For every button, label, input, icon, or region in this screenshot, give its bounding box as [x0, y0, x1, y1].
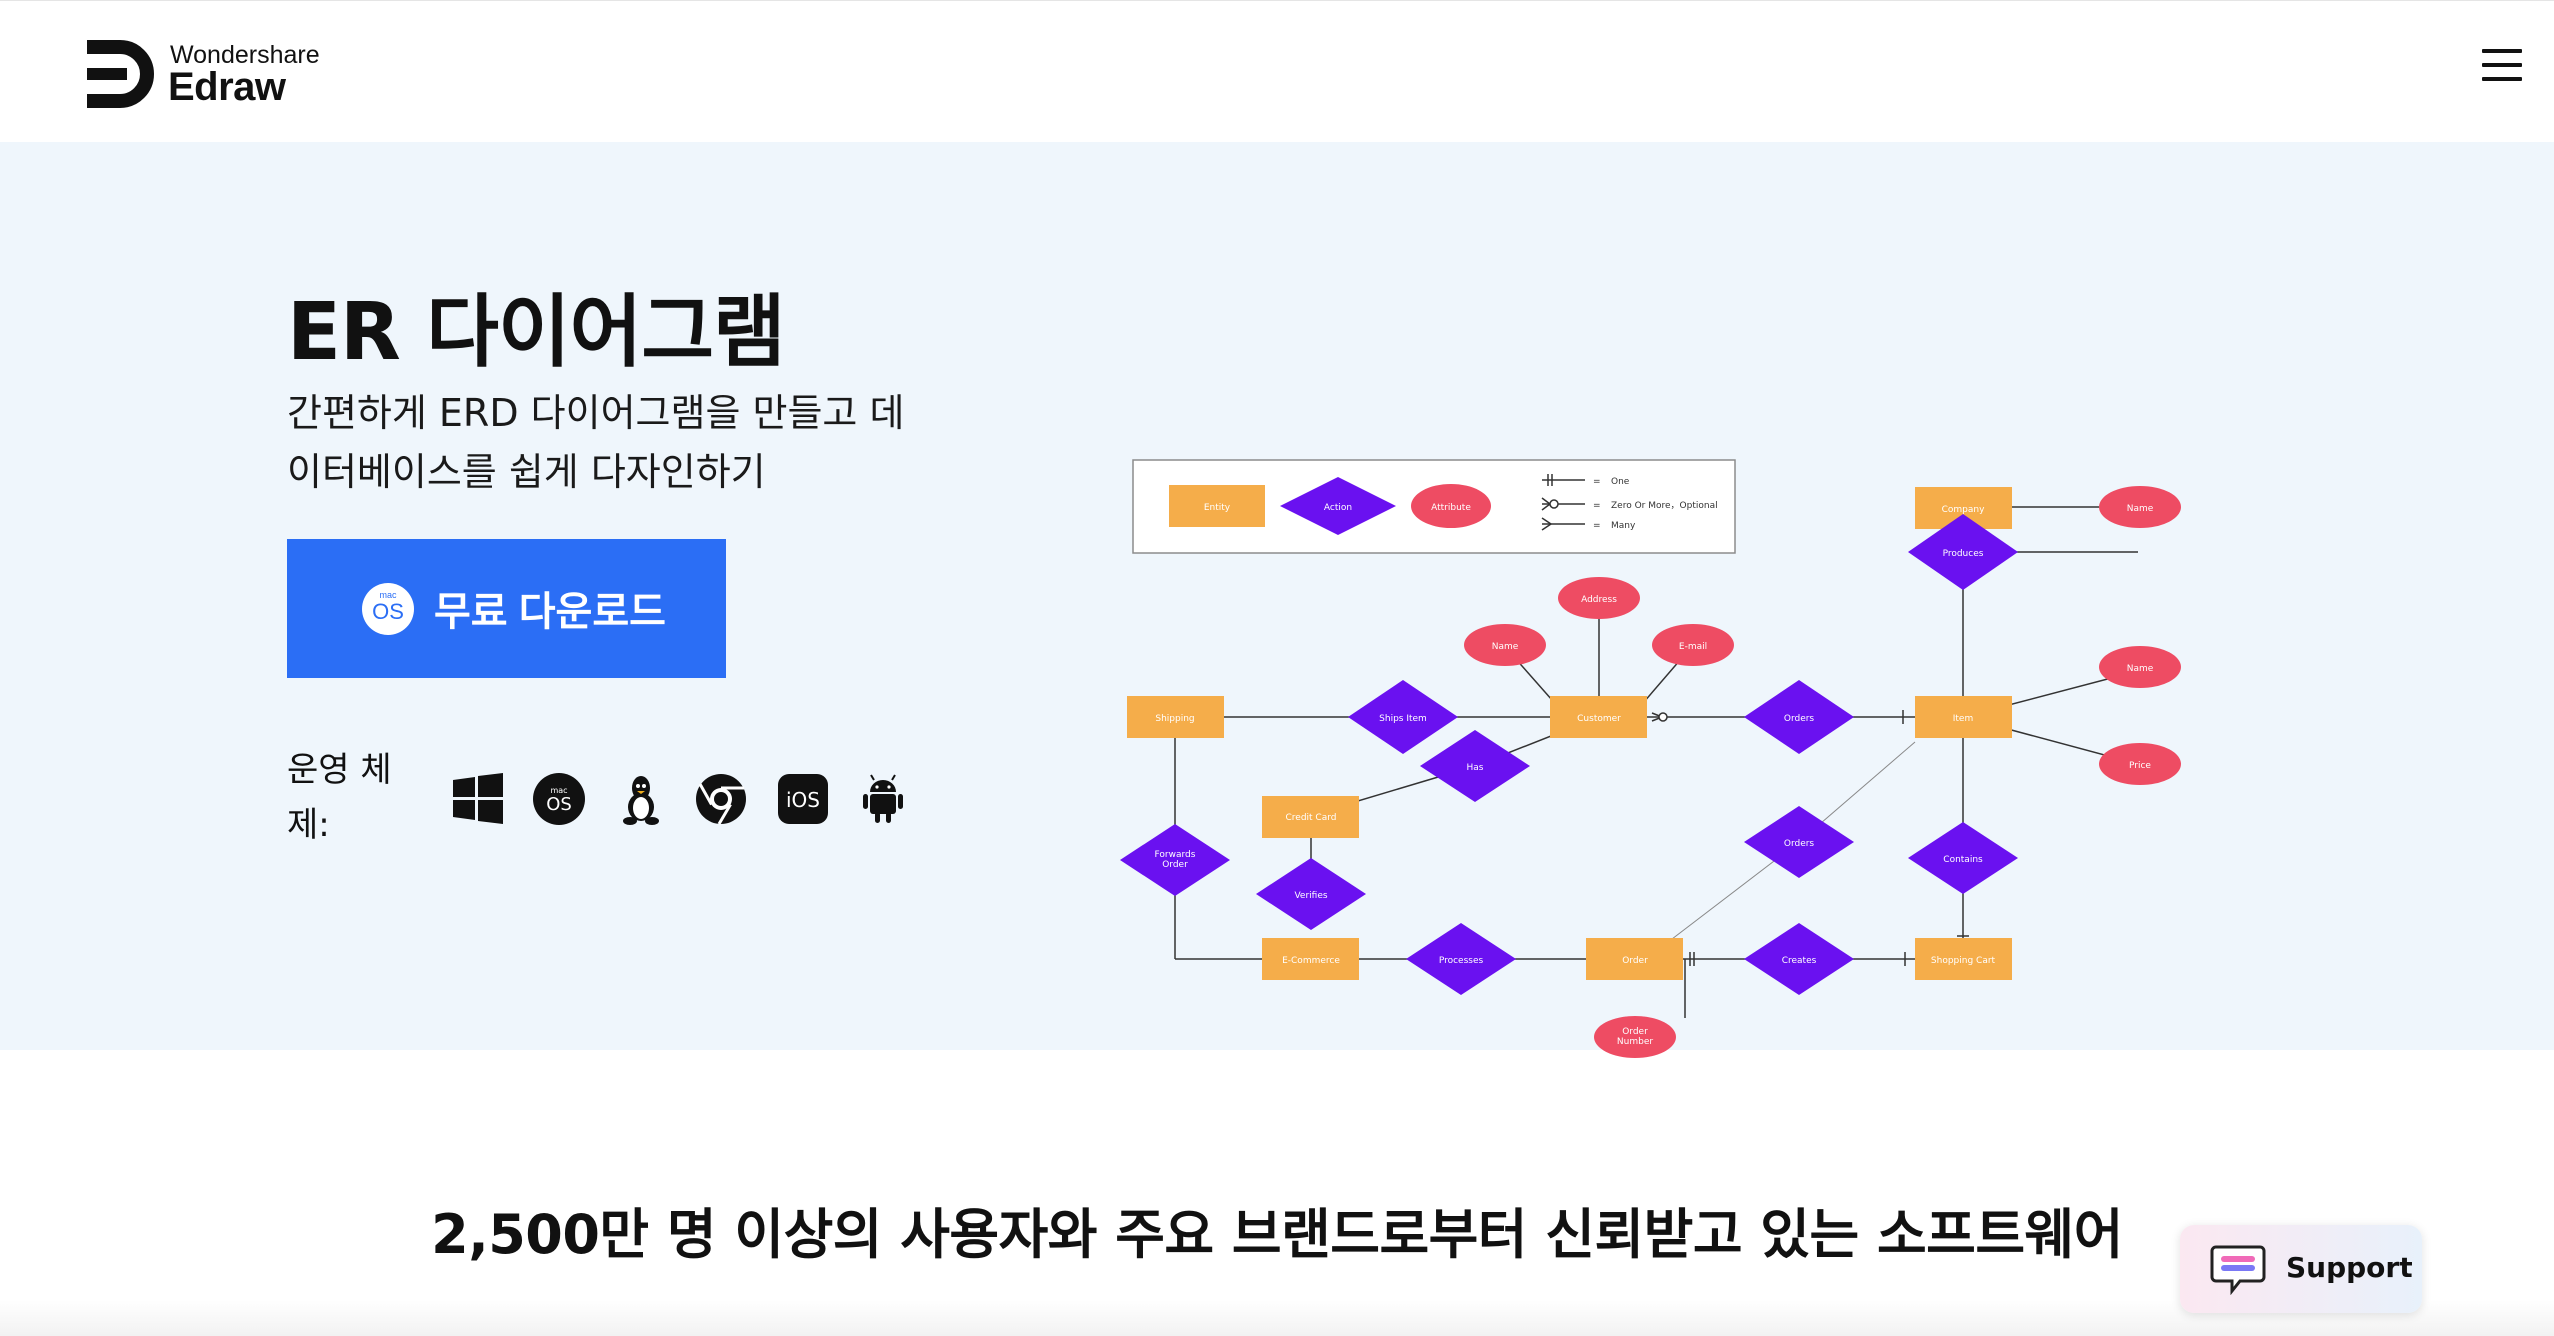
legend-many-eq: = [1593, 521, 1601, 531]
legend-entity [1169, 485, 1265, 527]
action-forwards-order-label-2: Order [1162, 860, 1188, 870]
action-produces-label: Produces [1943, 549, 1984, 559]
legend-action [1280, 477, 1396, 535]
attribute-email-label: E-mail [1679, 642, 1707, 652]
legend-entity-label: Entity [1204, 503, 1231, 513]
attribute-name-customer [1464, 624, 1546, 666]
action-has-label: Has [1467, 763, 1484, 773]
macos-icon-bottom: OS [546, 794, 572, 815]
diagram-attributes [1464, 486, 2181, 1058]
support-button[interactable]: Support [2180, 1225, 2422, 1313]
os-label: 운영 체제: [287, 750, 392, 845]
action-orders-mid [1744, 806, 1854, 878]
legend-zero-eq: = [1593, 501, 1601, 511]
entity-credit-card-label: Credit Card [1286, 813, 1337, 823]
diagram-actions [1120, 514, 2018, 995]
zero-notation-marker [1658, 712, 1668, 722]
section-divider [0, 1300, 2554, 1336]
macos-icon-top: mac [550, 786, 567, 795]
page-title: ER 다이어그램 [287, 286, 786, 378]
attribute-name-company-label: Name [2127, 504, 2154, 514]
diagram-entities [1127, 487, 2012, 980]
attribute-order-number-label-2: Number [1617, 1037, 1653, 1047]
ios-icon-text: iOS [786, 788, 820, 812]
attribute-email [1652, 624, 1734, 666]
action-creates [1744, 923, 1854, 995]
action-produces [1908, 514, 2018, 590]
chrome-icon[interactable] [694, 772, 748, 826]
attribute-price [2099, 743, 2181, 785]
attribute-name-customer-label: Name [1492, 642, 1519, 652]
legend-one-eq: = [1593, 477, 1601, 487]
attribute-price-label: Price [2129, 761, 2151, 771]
windows-icon[interactable] [451, 772, 505, 826]
action-has [1420, 730, 1530, 802]
macos-badge-icon: mac OS [362, 583, 414, 635]
macos-badge-bottom: OS [372, 599, 404, 624]
action-orders-top-label: Orders [1784, 714, 1815, 724]
edraw-logo[interactable]: Wondershare Edraw [86, 37, 326, 111]
action-ships-item [1348, 680, 1458, 754]
ios-icon[interactable]: iOS [776, 772, 830, 826]
action-ships-item-label: Ships Item [1379, 714, 1427, 724]
action-processes [1406, 923, 1516, 995]
linux-icon[interactable] [614, 772, 668, 826]
android-icon[interactable] [856, 772, 910, 826]
action-forwards-order-label-1: Forwards [1155, 850, 1196, 860]
entity-item [1915, 696, 2012, 738]
entity-shopping-cart [1915, 938, 2012, 980]
entity-ecommerce-label: E-Commerce [1282, 956, 1340, 966]
attribute-order-number-label-1: Order [1622, 1027, 1648, 1037]
legend-attribute-label: Attribute [1431, 503, 1471, 513]
action-verifies [1256, 858, 1366, 930]
trusted-by-heading: 2,500만 명 이상의 사용자와 주요 브랜드로부터 신뢰받고 있는 소프트웨… [431, 1203, 2123, 1266]
attribute-order-number [1594, 1016, 1676, 1058]
macos-badge-top: mac [379, 590, 397, 600]
entity-shipping [1127, 696, 1224, 738]
action-processes-label: Processes [1439, 956, 1484, 966]
action-orders-top [1744, 680, 1854, 754]
entity-shipping-label: Shipping [1155, 714, 1194, 724]
entity-ecommerce [1262, 938, 1359, 980]
macos-icon[interactable]: mac OS [532, 772, 586, 826]
action-orders-mid-label: Orders [1784, 839, 1815, 849]
logo-brand-name: Edraw [168, 65, 286, 109]
entity-order-label: Order [1622, 956, 1648, 966]
entity-customer [1550, 696, 1647, 738]
entity-order [1586, 938, 1683, 980]
hamburger-menu-icon[interactable] [2480, 49, 2524, 93]
support-label: Support [2286, 1251, 2413, 1284]
legend-action-label: Action [1324, 503, 1352, 513]
entity-shopping-cart-label: Shopping Cart [1931, 956, 1996, 966]
entity-customer-label: Customer [1577, 714, 1621, 724]
hero-subtitle: 간편하게 ERD 다이어그램을 만들고 데이터베이스를 쉽게 다자인하기 [287, 391, 905, 494]
action-contains-label: Contains [1943, 855, 1983, 865]
attribute-name-item [2099, 646, 2181, 688]
entity-company-label: Company [1942, 505, 1985, 515]
legend-many-label: Many [1611, 521, 1636, 531]
attribute-address-label: Address [1581, 595, 1617, 605]
legend-one-label: One [1611, 477, 1630, 487]
hero-section: ER 다이어그램 간편하게 ERD 다이어그램을 만들고 데이터베이스를 쉽게 … [0, 142, 2554, 1058]
attribute-name-item-label: Name [2127, 664, 2154, 674]
entity-credit-card [1262, 796, 1359, 838]
chat-support-icon [2210, 1245, 2266, 1295]
legend-zero-label: Zero Or More，Optional [1611, 501, 1718, 511]
action-creates-label: Creates [1782, 956, 1817, 966]
action-verifies-label: Verifies [1294, 891, 1327, 901]
er-diagram-illustration: Entity Action Attribute = One = Zero Or … [1120, 459, 2181, 1058]
attribute-address [1558, 577, 1640, 619]
action-contains [1908, 822, 2018, 894]
free-download-label: 무료 다운로드 [434, 590, 666, 634]
action-forwards-order [1120, 824, 1230, 896]
legend-attribute [1411, 484, 1491, 528]
free-download-button[interactable]: mac OS 무료 다운로드 [287, 539, 726, 678]
edraw-logo-mark-icon [87, 40, 154, 108]
entity-item-label: Item [1953, 714, 1974, 724]
site-header: Wondershare Edraw [0, 0, 2554, 143]
logo-brand-top: Wondershare [170, 41, 320, 69]
attribute-name-company [2099, 486, 2181, 528]
